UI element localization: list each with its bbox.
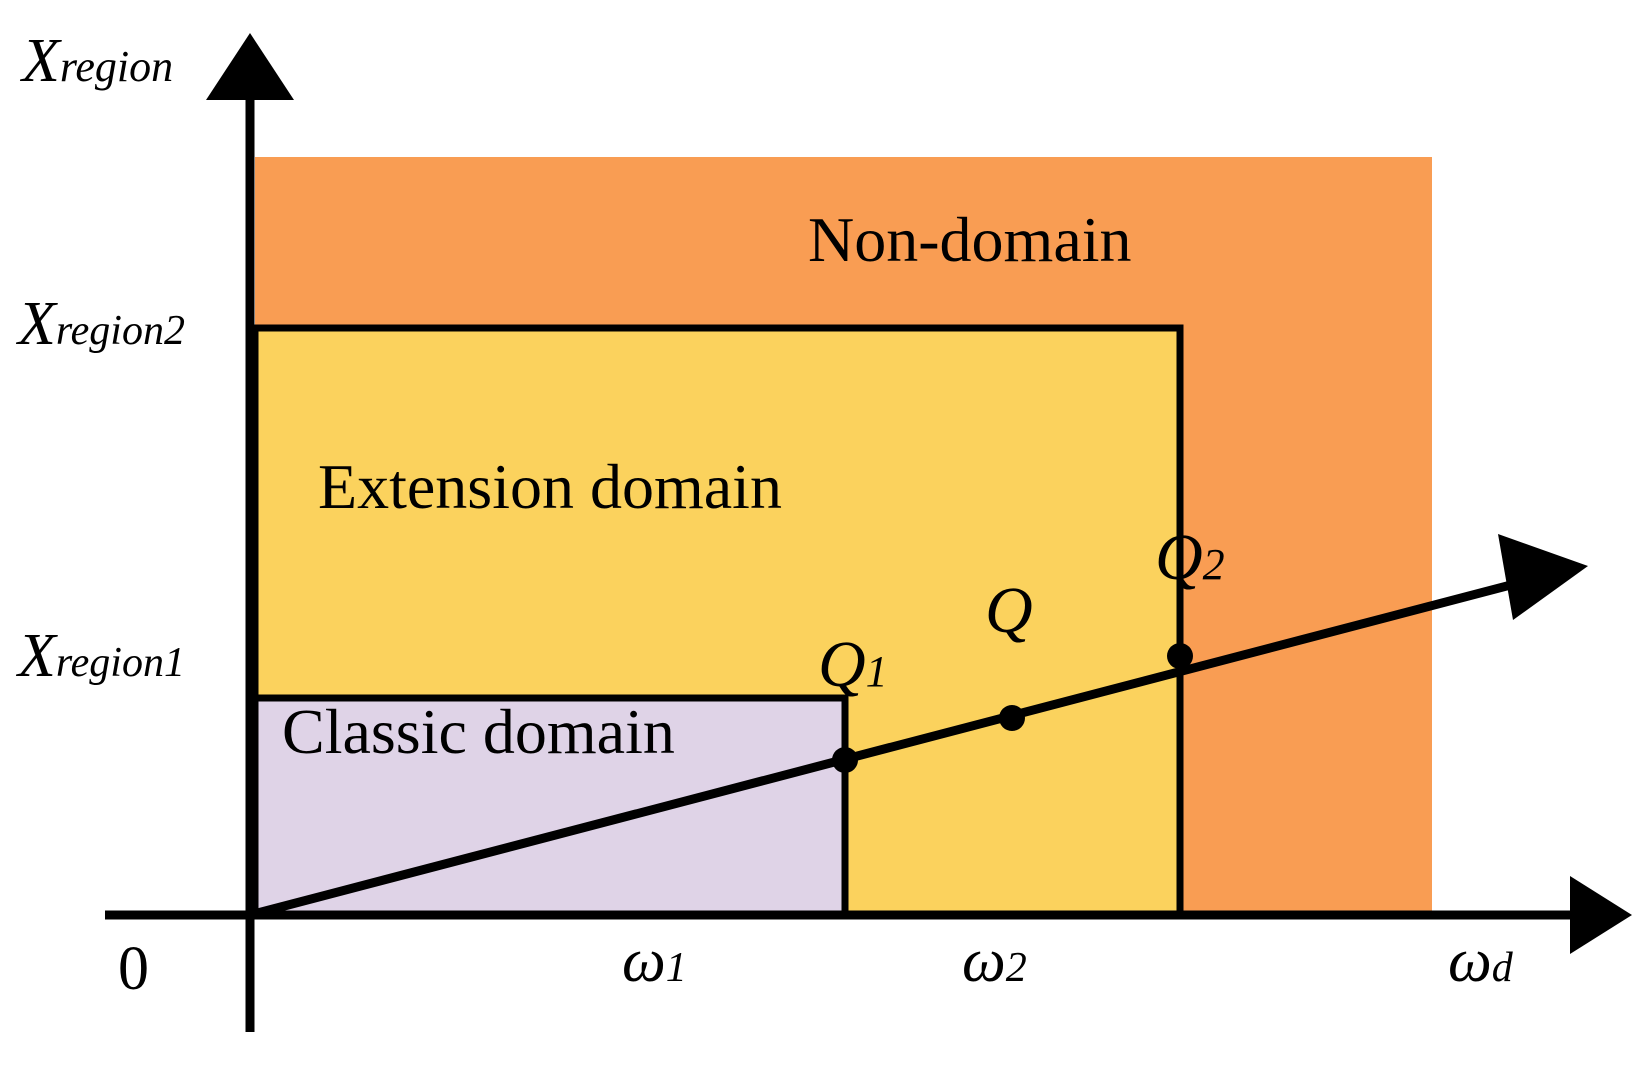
y-axis-title: Xregion — [22, 30, 173, 92]
point-marker-q1 — [832, 747, 858, 773]
x-axis-title-omega-d: ωd — [1448, 930, 1513, 992]
operating-line — [248, 571, 1547, 920]
x-axis-title-sub: d — [1491, 945, 1513, 991]
y-axis-title-base: X — [22, 27, 60, 95]
point-marker-q — [999, 705, 1025, 731]
operating-line-arrowhead — [1498, 534, 1588, 620]
x-tick-label-omega2: ω2 — [962, 930, 1027, 992]
point-label-q2: Q2 — [1155, 525, 1225, 591]
classic-domain-label: Classic domain — [282, 696, 675, 767]
point-label-q1: Q1 — [818, 632, 888, 698]
classic-domain-region — [251, 694, 849, 919]
extension-domain-label: Extension domain — [318, 451, 782, 522]
point-q2-base: Q — [1155, 521, 1203, 594]
y-axis-arrowhead — [206, 33, 294, 100]
x-tick-label-omega1: ω1 — [622, 930, 687, 992]
x-axis-arrowhead — [1570, 876, 1632, 954]
x-axis-title-base: ω — [1448, 927, 1492, 995]
point-marker-q2 — [1167, 643, 1193, 669]
y-tick-label-region1: Xregion1 — [18, 625, 185, 687]
y-tick-region2-sub: region2 — [55, 308, 185, 354]
y-tick-region1-base: X — [18, 622, 56, 690]
x-tick-omega2-sub: 2 — [1005, 945, 1027, 991]
x-tick-omega2-base: ω — [962, 927, 1006, 995]
y-tick-region1-sub: region1 — [55, 640, 185, 686]
y-axis-title-sub: region — [59, 42, 174, 91]
x-tick-omega1-sub: 1 — [665, 945, 687, 991]
point-q1-sub: 1 — [865, 647, 888, 696]
point-q-base: Q — [985, 574, 1033, 647]
point-label-q: Q — [985, 578, 1033, 644]
point-q2-sub: 2 — [1202, 540, 1225, 589]
y-tick-region2-base: X — [18, 290, 56, 358]
non-domain-label: Non-domain — [808, 204, 1132, 275]
x-axis-origin-label: 0 — [118, 935, 149, 1003]
point-q1-base: Q — [818, 628, 866, 701]
x-tick-omega1-base: ω — [622, 927, 666, 995]
y-tick-label-region2: Xregion2 — [18, 293, 185, 355]
